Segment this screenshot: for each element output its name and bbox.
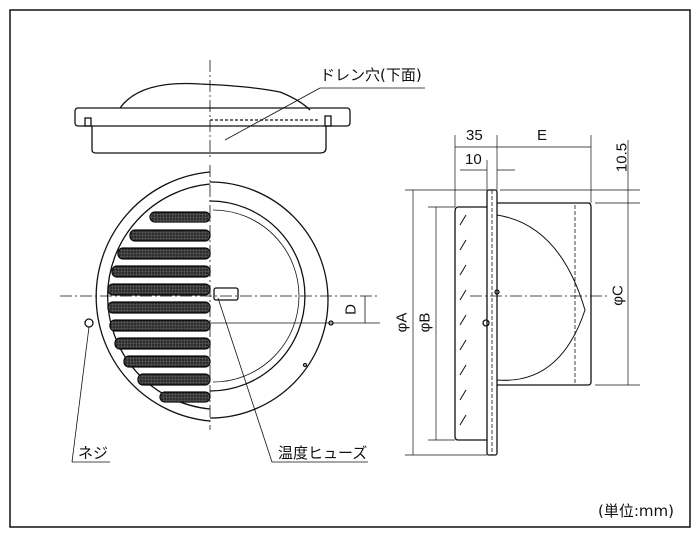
dim-phi-b: φB [416,312,434,333]
dim-phi-c: φC [609,285,627,306]
side-view [405,135,640,456]
dim-d: D [342,304,360,315]
dim-phi-a: φA [393,312,411,333]
drain-hole-label: ドレン穴(下面) [320,66,422,84]
dim-35: 35 [466,127,483,144]
front-view [60,165,380,463]
unit-label: (単位:mm) [598,502,674,520]
top-view [74,60,425,160]
dim-10: 10 [465,151,482,168]
dim-10-5: 10.5 [613,142,631,173]
dim-e: E [537,127,548,144]
thermal-fuse-label: 温度ヒューズ [278,444,368,462]
frame-border [9,9,691,528]
screw-label: ネジ [78,444,109,462]
